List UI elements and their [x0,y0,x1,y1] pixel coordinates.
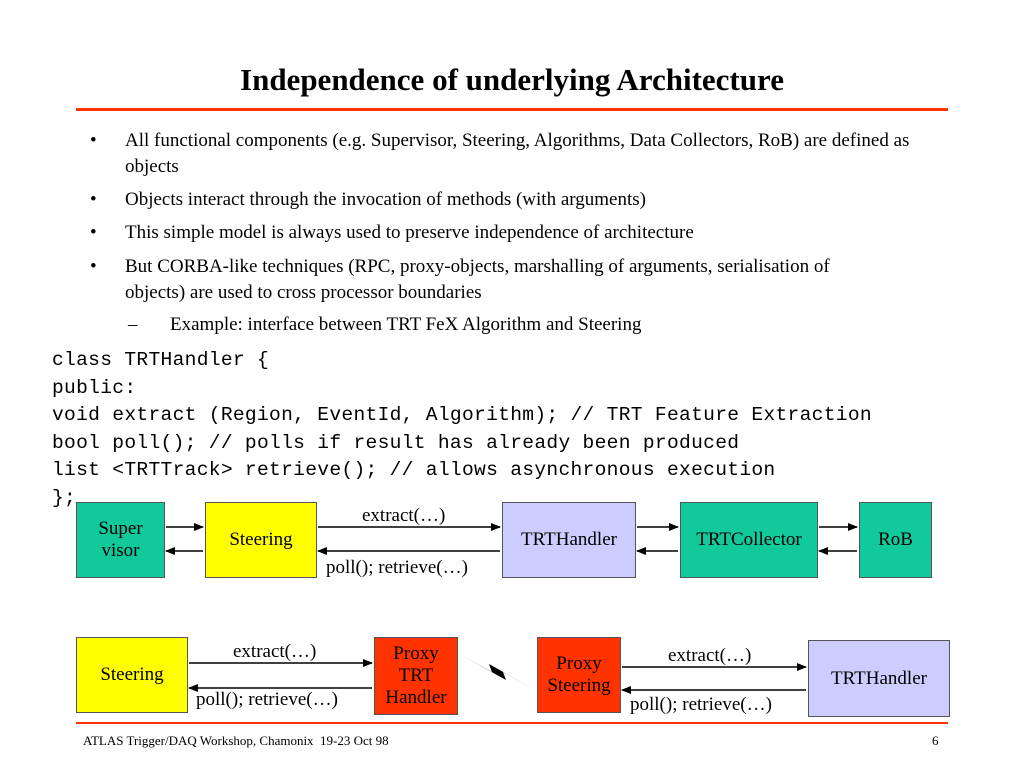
sub-bullet-text: Example: interface between TRT FeX Algor… [170,314,642,335]
sub-bullet-mark: – [128,314,138,335]
code-line: bool poll(); // polls if result has alre… [52,431,740,454]
bullet-text: All functional components (e.g. Supervis… [125,130,910,177]
steering-box-2: Steering [76,637,188,713]
poll-retrieve-label-right: poll(); retrieve(…) [630,694,772,715]
poll-retrieve-label: poll(); retrieve(…) [326,557,468,578]
rob-box: RoB [859,502,932,578]
supervisor-box: Super visor [76,502,165,578]
trtcollector-box: TRTCollector [680,502,818,578]
extract-label-left: extract(…) [233,641,317,662]
steering-box: Steering [205,502,317,578]
poll-retrieve-label-left: poll(); retrieve(…) [196,689,338,710]
code-line: public: [52,376,137,399]
code-line: void extract (Region, EventId, Algorithm… [52,404,872,426]
page-number: 6 [932,733,939,748]
footer-rule [76,722,948,724]
code-block: class TRTHandler { public: void extract (R… [52,347,872,512]
bullet-text: Objects interact through the invocation … [125,189,646,210]
proxy-steering-box: Proxy Steering [537,637,621,713]
bullet-mark: • [90,189,97,210]
proxy-trt-handler-box: Proxy TRT Handler [374,637,458,715]
bullet-mark: • [90,222,97,243]
bullet-mark: • [90,256,97,277]
lightning-bolt-icon [461,655,535,690]
slide-title: Independence of underlying Architecture [240,62,784,97]
footer-text: ATLAS Trigger/DAQ Workshop, Chamonix 19-… [83,733,389,748]
title-rule [76,108,948,111]
bullet-mark: • [90,130,97,151]
trthandler-box: TRTHandler [502,502,636,578]
bullet-text: But CORBA-like techniques (RPC, proxy-ob… [125,256,830,303]
code-line: list <TRTTrack> retrieve(); // allows as… [52,459,776,481]
bullet-text: This simple model is always used to pres… [125,222,694,243]
code-line: class TRTHandler { [52,349,270,371]
extract-label: extract(…) [362,505,446,526]
code-line: }; [52,486,77,509]
trthandler-box-2: TRTHandler [808,640,950,717]
extract-label-right: extract(…) [668,645,752,666]
